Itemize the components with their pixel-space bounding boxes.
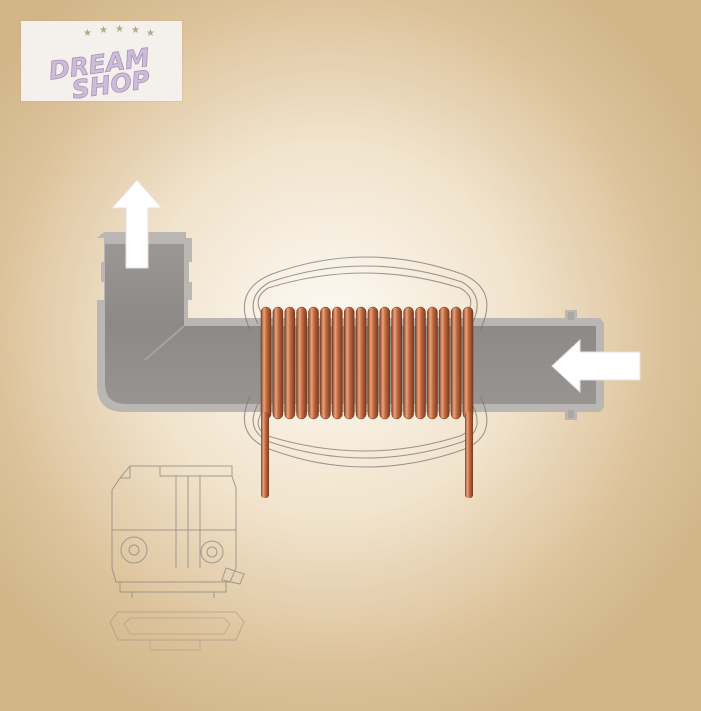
coil-turn — [450, 306, 462, 420]
dream-shop-logo: ★ ★ ★ ★ ★ DREAM SHOP — [21, 21, 182, 101]
coil-turn — [343, 306, 355, 420]
svg-text:★: ★ — [146, 28, 155, 39]
svg-text:★: ★ — [131, 25, 140, 36]
coil-turn — [391, 306, 402, 420]
coil-turn — [284, 306, 296, 420]
water-heater-unit-icon — [109, 465, 245, 651]
coil-turn — [260, 306, 272, 420]
coil-turn — [415, 306, 426, 420]
coil-lead-right — [465, 412, 473, 498]
logo-wordmark: DREAM SHOP — [47, 42, 152, 101]
pipe-flange-bottom — [568, 410, 574, 418]
magnetic-field-lines — [243, 256, 488, 468]
coil-turn — [403, 306, 414, 420]
pipe-flange-top — [568, 312, 574, 320]
coil-turn — [438, 306, 450, 420]
coil-turn — [462, 306, 474, 420]
coil-turn — [332, 306, 343, 420]
logo-line1: DREAM — [47, 43, 151, 86]
copper-coil — [260, 306, 474, 498]
coil-turns — [260, 306, 474, 420]
coil-turn — [272, 306, 284, 420]
svg-text:★: ★ — [115, 24, 124, 35]
logo-stars: ★ ★ ★ ★ ★ — [83, 24, 155, 39]
coil-turn — [320, 306, 331, 420]
coil-turn — [427, 306, 438, 420]
svg-text:★: ★ — [99, 25, 108, 36]
coil-turn — [296, 306, 307, 420]
coil-lead-left — [261, 412, 269, 498]
arrow-left-icon — [551, 338, 641, 394]
dream-shop-logo-graphic: ★ ★ ★ ★ ★ DREAM SHOP — [47, 24, 155, 101]
coil-turn — [367, 306, 379, 420]
coil-turn — [355, 306, 367, 420]
coil-turn — [379, 306, 391, 420]
arrow-up-icon — [110, 179, 164, 269]
pipe-elbow-seam — [144, 325, 185, 361]
svg-text:★: ★ — [83, 28, 92, 39]
coil-turn — [308, 306, 319, 420]
